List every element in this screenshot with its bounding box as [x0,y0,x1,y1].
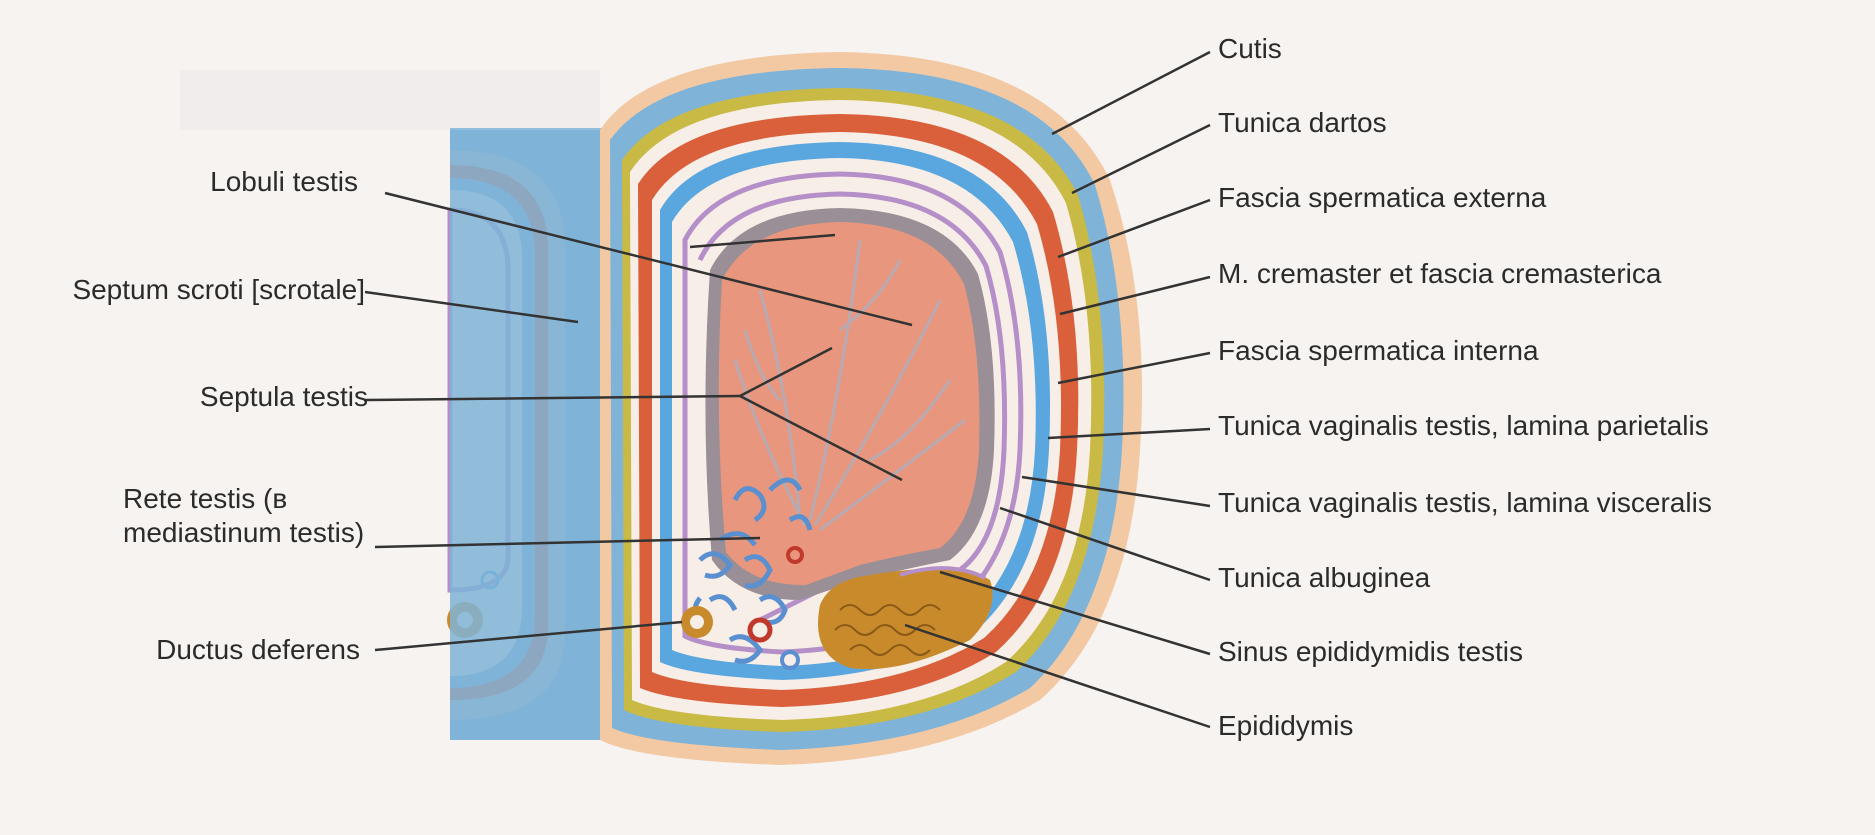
label-ductus-deferens: Ductus deferens [156,634,360,665]
septula-lines [733,239,966,532]
label-tunica-albuginea: Tunica albuginea [1218,562,1431,593]
septum-scroti [450,128,640,740]
label-septum-scroti: Septum scroti [scrotale] [72,274,365,305]
label-rete-testis-line1: Rete testis (в [123,483,288,514]
label-vaginalis-parietalis: Tunica vaginalis testis, lamina parietal… [1218,410,1709,441]
label-vaginalis-visceralis: Tunica vaginalis testis, lamina visceral… [1218,487,1712,518]
label-fascia-spermatica-externa: Fascia spermatica externa [1218,182,1547,213]
layer-vaginalis-parietalis [682,171,1024,655]
leader-lines [364,50,1211,729]
label-epididymis: Epididymis [1218,710,1354,741]
label-septula-testis: Septula testis [199,381,368,412]
label-cremaster: M. cremaster et fascia cremasterica [1218,258,1662,289]
vessel-icon [747,617,773,643]
label-lobuli-testis: Lobuli testis [210,166,358,197]
testis-parenchyma [718,222,980,586]
vessel-icon [786,546,804,564]
label-cutis: Cutis [1218,33,1282,64]
label-rete-testis: Rete testis (в mediastinum testis) [123,482,383,550]
label-fascia-spermatica-interna: Fascia spermatica interna [1218,335,1539,366]
label-tunica-dartos: Tunica dartos [1218,107,1387,138]
right-compartment [600,52,1142,765]
label-rete-testis-line2: mediastinum testis) [123,517,365,548]
epididymis-body [818,568,993,670]
label-sinus-epididymidis: Sinus epididymidis testis [1218,636,1524,667]
